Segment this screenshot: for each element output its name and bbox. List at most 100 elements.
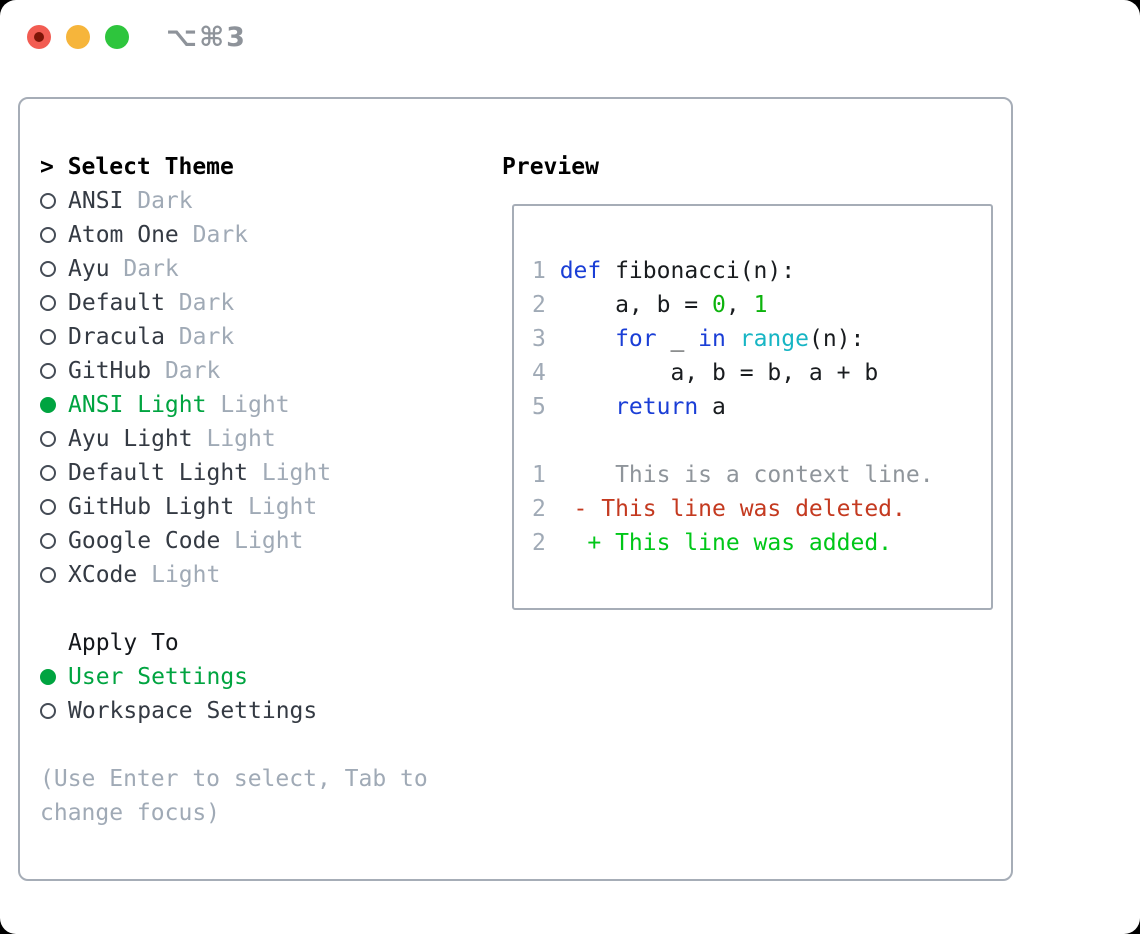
theme-variant: Light <box>234 528 304 554</box>
theme-variant: Dark <box>178 324 235 350</box>
theme-variant: Light <box>261 460 332 486</box>
theme-name: Ayu Light <box>68 426 193 452</box>
radio-icon <box>40 295 68 311</box>
code-content: - This line was deleted. <box>559 496 906 522</box>
radio-icon <box>40 431 68 447</box>
theme-name: Dracula <box>68 324 165 350</box>
theme-option-github[interactable]: GitHub Dark <box>40 354 484 388</box>
line-number: 1 <box>532 462 546 488</box>
line-number: 2 <box>532 530 546 556</box>
minimize-button[interactable] <box>66 25 90 49</box>
zoom-button[interactable] <box>105 25 129 49</box>
theme-name: Default <box>68 290 165 316</box>
theme-name: ANSI Light <box>68 392 207 418</box>
theme-option-ayu[interactable]: Ayu Dark <box>40 252 484 286</box>
edited-dot-icon <box>34 32 44 42</box>
line-number <box>532 424 546 458</box>
code-content: + This line was added. <box>559 530 893 556</box>
line-number: 2 <box>532 496 546 522</box>
theme-option-default-light[interactable]: Default Light Light <box>40 456 484 490</box>
code-content: return a <box>615 394 726 420</box>
theme-name: Google Code <box>68 528 221 554</box>
code-line: 1 This is a context line. <box>532 458 973 492</box>
radio-icon <box>40 329 68 345</box>
select-theme-header: > Select Theme <box>40 150 484 184</box>
theme-variant: Dark <box>164 358 221 384</box>
radio-icon <box>40 499 68 515</box>
code-content: a, b = b, a + b <box>559 360 879 386</box>
theme-name: Atom One <box>68 222 179 248</box>
code-content: for _ in range(n): <box>615 326 865 352</box>
theme-variant: Light <box>206 426 276 452</box>
theme-name: ANSI <box>68 188 124 214</box>
code-content: a, b = 0, 1 <box>559 292 768 318</box>
apply-option-label: User Settings <box>68 664 249 690</box>
close-button[interactable] <box>27 25 51 49</box>
apply-to-header-label: Apply To <box>68 630 179 656</box>
theme-option-atom-one[interactable]: Atom One Dark <box>40 218 484 252</box>
apply-option-user-settings[interactable]: User Settings <box>40 660 484 694</box>
theme-option-ansi[interactable]: ANSI Dark <box>40 184 484 218</box>
radio-selected-icon <box>40 669 68 685</box>
code-content: def fibonacci(n): <box>559 258 796 284</box>
help-text: (Use Enter to select, Tab to change focu… <box>40 766 428 826</box>
theme-option-dracula[interactable]: Dracula Dark <box>40 320 484 354</box>
radio-icon <box>40 703 68 719</box>
preview-header: Preview <box>502 150 1011 184</box>
code-line: 4 a, b = b, a + b <box>532 356 973 390</box>
radio-icon <box>40 261 68 277</box>
code-line <box>532 424 973 458</box>
theme-option-default[interactable]: Default Dark <box>40 286 484 320</box>
preview-header-label: Preview <box>502 154 599 180</box>
spacer <box>40 728 484 762</box>
code-line: 1 def fibonacci(n): <box>532 254 973 288</box>
line-number: 2 <box>532 292 546 318</box>
code-line: 5 return a <box>532 390 973 424</box>
theme-variant: Dark <box>178 290 235 316</box>
radio-icon <box>40 227 68 243</box>
theme-name: GitHub <box>68 358 152 384</box>
code-line: 2 a, b = 0, 1 <box>532 288 973 322</box>
window-title: ⌥⌘3 <box>166 21 247 53</box>
theme-variant: Dark <box>123 256 179 282</box>
theme-name: Ayu <box>68 256 110 282</box>
apply-to-header: Apply To <box>40 626 484 660</box>
code-line: 2 + This line was added. <box>532 526 973 560</box>
line-number: 3 <box>532 326 546 352</box>
line-number: 1 <box>532 258 546 284</box>
theme-variant: Dark <box>137 188 193 214</box>
titlebar: ⌥⌘3 <box>27 22 247 53</box>
theme-variant: Light <box>248 494 318 520</box>
apply-option-label: Workspace Settings <box>68 698 318 724</box>
spacer <box>40 592 484 626</box>
theme-option-ayu-light[interactable]: Ayu Light Light <box>40 422 484 456</box>
theme-name: Default Light <box>68 460 249 486</box>
radio-icon <box>40 363 68 379</box>
code-block: 1 def fibonacci(n): 2 a, b = 0, 1 3 for _ i… <box>532 254 973 560</box>
line-number: 5 <box>532 394 546 420</box>
theme-option-google-code[interactable]: Google Code Light <box>40 524 484 558</box>
code-content: This is a context line. <box>559 462 934 488</box>
line-number: 4 <box>532 360 546 386</box>
select-theme-header-label: > Select Theme <box>40 154 234 180</box>
theme-name: XCode <box>68 562 138 588</box>
radio-selected-icon <box>40 397 68 413</box>
radio-icon <box>40 193 68 209</box>
theme-option-ansi-light[interactable]: ANSI Light Light <box>40 388 484 422</box>
radio-icon <box>40 533 68 549</box>
theme-variant: Light <box>220 392 290 418</box>
radio-icon <box>40 567 68 583</box>
radio-icon <box>40 465 68 481</box>
preview-section: Preview 1 def fibonacci(n): 2 a, b = 0, 1 3… <box>484 150 1011 879</box>
theme-variant: Dark <box>192 222 249 248</box>
preview-code-box: 1 def fibonacci(n): 2 a, b = 0, 1 3 for _ i… <box>512 204 993 610</box>
apply-option-workspace-settings[interactable]: Workspace Settings <box>40 694 484 728</box>
code-line: 2 - This line was deleted. <box>532 492 973 526</box>
